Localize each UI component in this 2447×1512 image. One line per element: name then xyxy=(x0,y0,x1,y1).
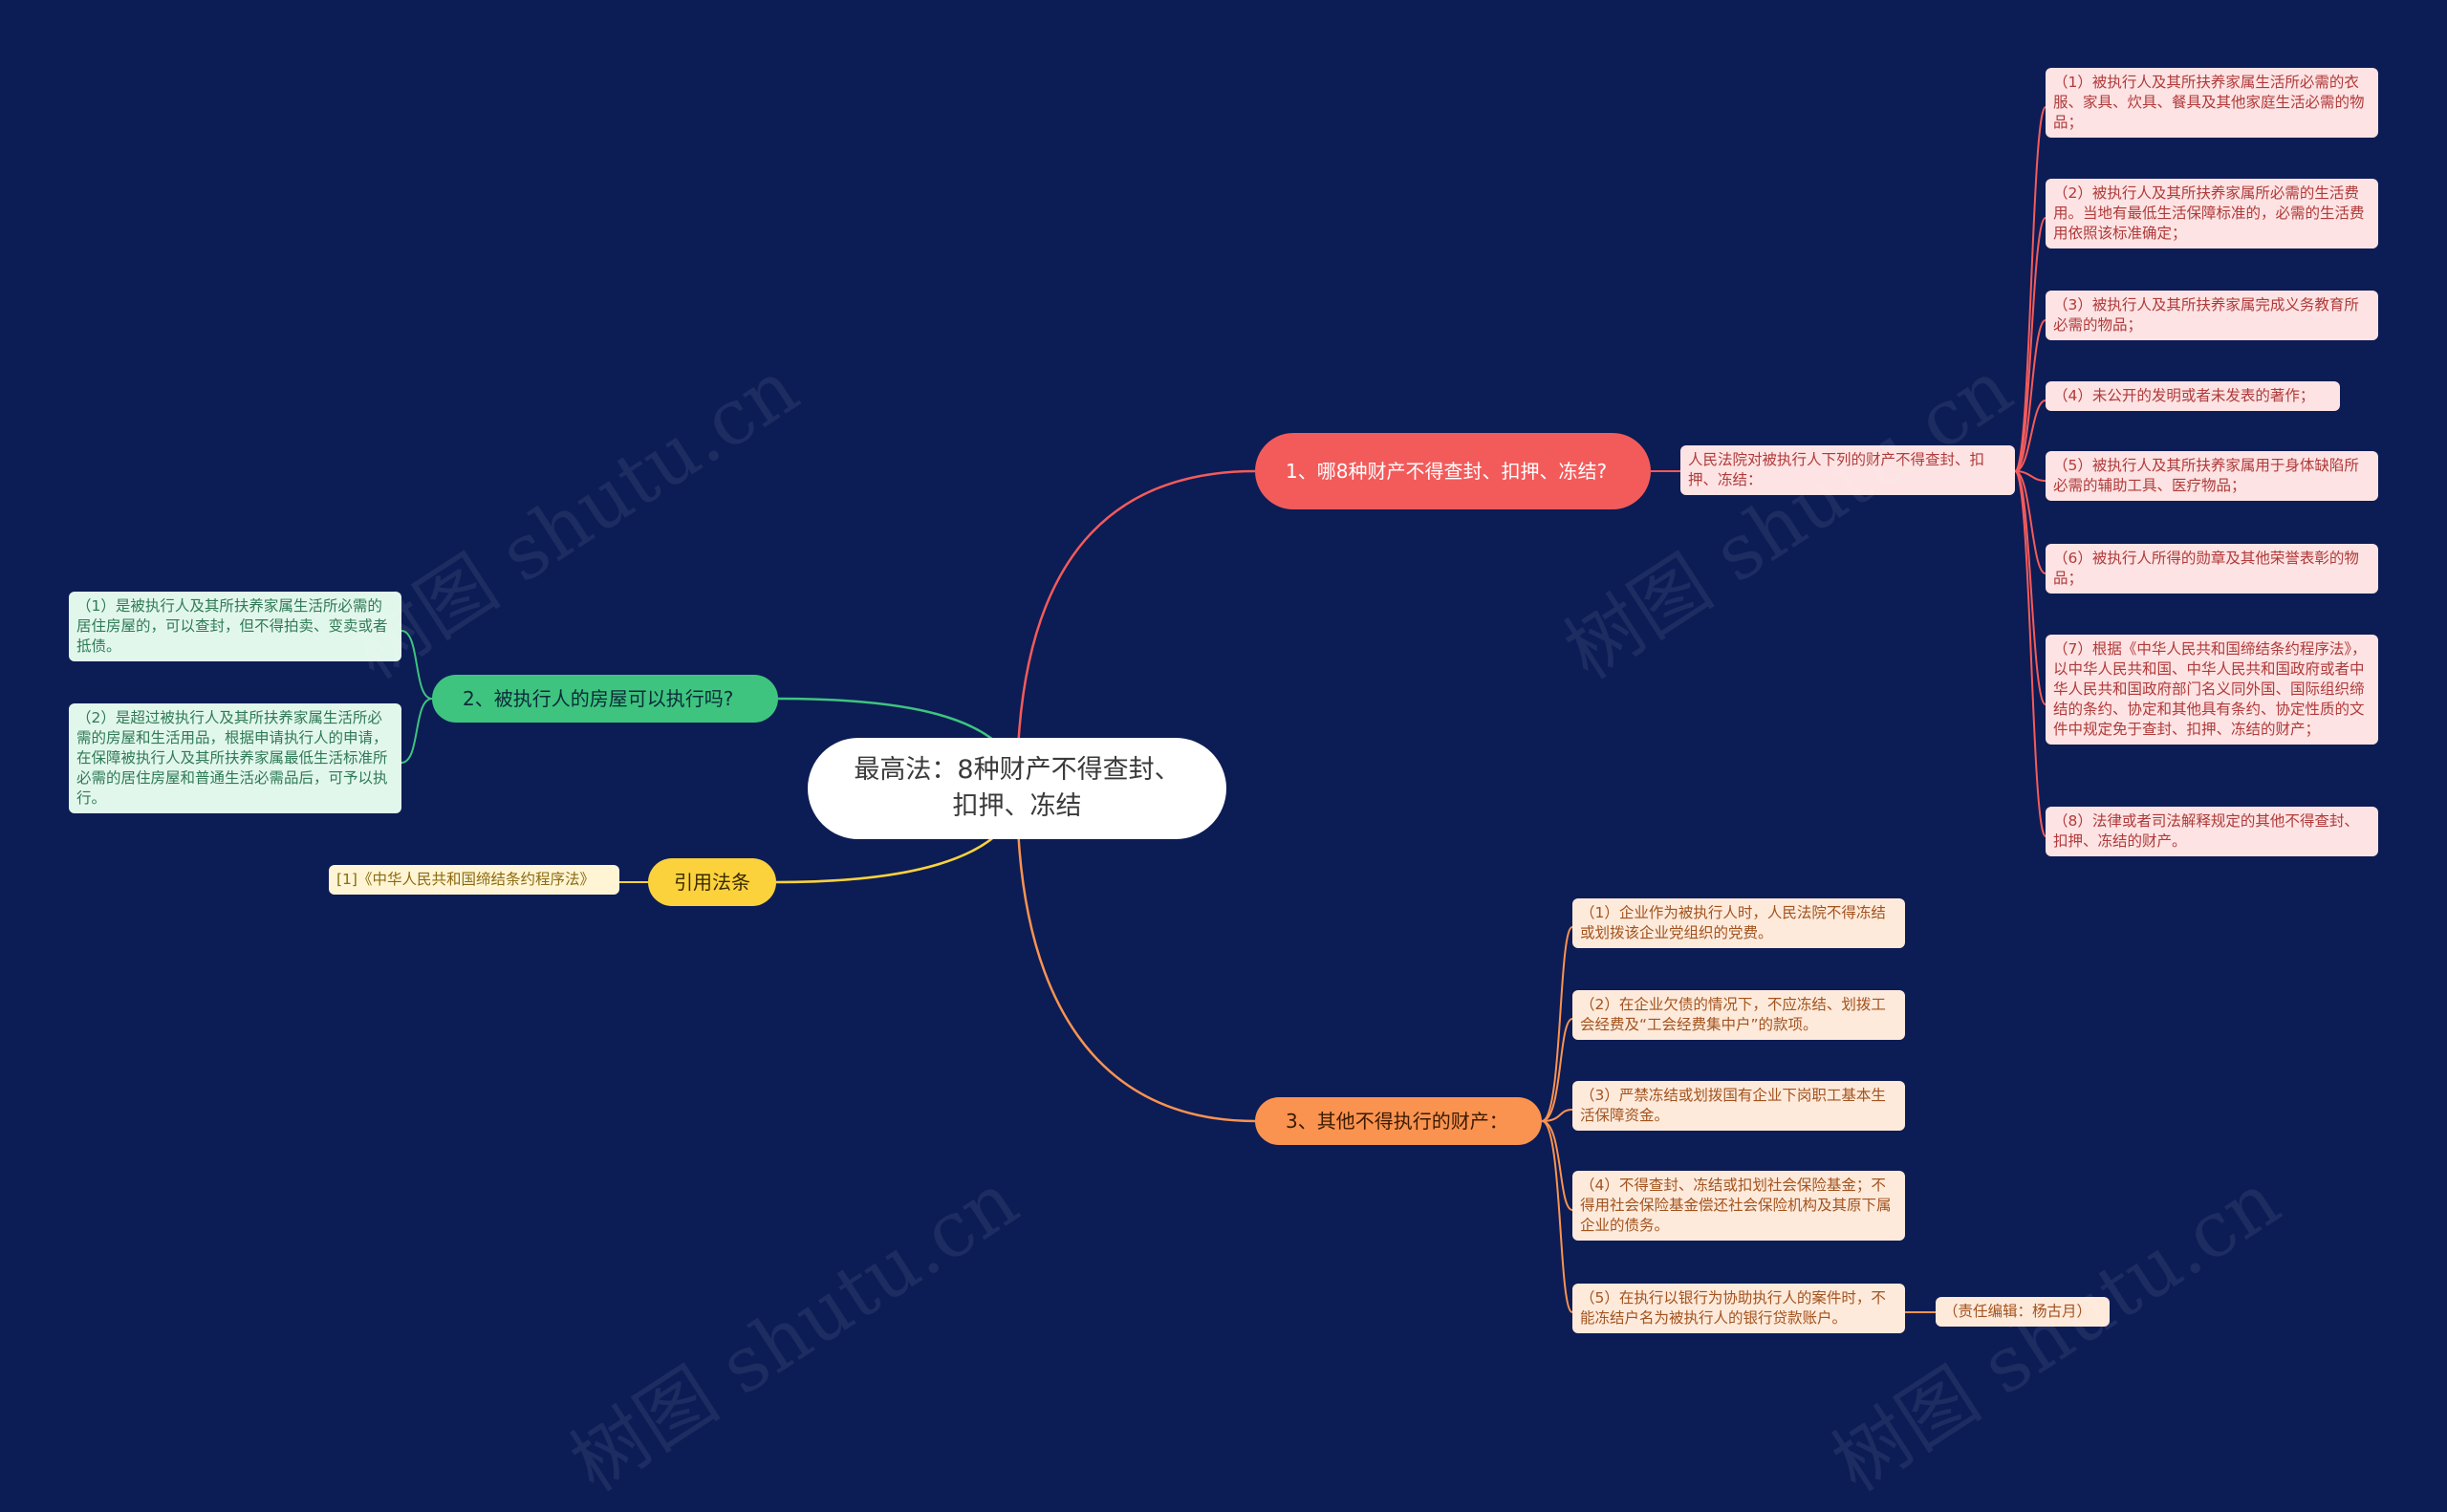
b4-item-1[interactable]: [1]《中华人民共和国缔结条约程序法》 xyxy=(329,865,619,895)
root-topic[interactable]: 最高法：8种财产不得查封、扣押、冻结 xyxy=(808,738,1226,839)
b1-intro[interactable]: 人民法院对被执行人下列的财产不得查封、扣押、冻结： xyxy=(1680,445,2015,495)
connector-lines xyxy=(401,106,2046,1313)
b2-item-1[interactable]: （1）是被执行人及其所扶养家属生活所必需的居住房屋的，可以查封，但不得拍卖、变卖… xyxy=(69,592,401,661)
b3-item-3[interactable]: （3）严禁冻结或划拨国有企业下岗职工基本生活保障资金。 xyxy=(1572,1081,1905,1131)
b1-item-4[interactable]: （4）未公开的发明或者未发表的著作； xyxy=(2046,381,2340,411)
b1-item-5[interactable]: （5）被执行人及其所扶养家属用于身体缺陷所必需的辅助工具、医疗物品； xyxy=(2046,451,2378,501)
b2-item-2[interactable]: （2）是超过被执行人及其所扶养家属生活所必需的房屋和生活用品，根据申请执行人的申… xyxy=(69,703,401,813)
b1-item-2[interactable]: （2）被执行人及其所扶养家属所必需的生活费用。当地有最低生活保障标准的，必需的生… xyxy=(2046,179,2378,248)
branch-other-exempt-property[interactable]: 3、其他不得执行的财产： xyxy=(1255,1097,1542,1145)
branch-cited-law[interactable]: 引用法条 xyxy=(648,858,776,906)
b1-item-1[interactable]: （1）被执行人及其所扶养家属生活所必需的衣服、家具、炊具、餐具及其他家庭生活必需… xyxy=(2046,68,2378,138)
b1-item-6[interactable]: （6）被执行人所得的勋章及其他荣誉表彰的物品； xyxy=(2046,544,2378,594)
b1-item-7[interactable]: （7）根据《中华人民共和国缔结条约程序法》，以中华人民共和国、中华人民共和国政府… xyxy=(2046,635,2378,745)
b3-item-5[interactable]: （5）在执行以银行为协助执行人的案件时，不能冻结户名为被执行人的银行贷款账户。 xyxy=(1572,1284,1905,1333)
b3-item-1[interactable]: （1）企业作为被执行人时，人民法院不得冻结或划拨该企业党组织的党费。 xyxy=(1572,898,1905,948)
b1-item-8[interactable]: （8）法律或者司法解释规定的其他不得查封、扣押、冻结的财产。 xyxy=(2046,807,2378,856)
b3-editor-note[interactable]: （责任编辑：杨古月） xyxy=(1936,1297,2110,1327)
links-b3-items xyxy=(1541,926,1936,1313)
links-b2-items xyxy=(401,630,433,764)
b1-item-3[interactable]: （3）被执行人及其所扶养家属完成义务教育所必需的物品； xyxy=(2046,291,2378,340)
b3-item-4[interactable]: （4）不得查封、冻结或扣划社会保险基金；不得用社会保险基金偿还社会保险机构及其原… xyxy=(1572,1171,1905,1241)
link-root-b3 xyxy=(1015,788,1256,1123)
branch-house-execution[interactable]: 2、被执行人的房屋可以执行吗? xyxy=(432,675,778,723)
b3-item-2[interactable]: （2）在企业欠债的情况下，不应冻结、划拨工会经费及“工会经费集中户”的款项。 xyxy=(1572,990,1905,1040)
link-root-b1 xyxy=(1015,469,1256,789)
links-b1-items xyxy=(2014,106,2046,837)
branch-unseizable-property[interactable]: 1、哪8种财产不得查封、扣押、冻结? xyxy=(1255,433,1651,509)
mindmap-canvas: 最高法：8种财产不得查封、扣押、冻结 1、哪8种财产不得查封、扣押、冻结? 人民… xyxy=(69,68,2378,1508)
